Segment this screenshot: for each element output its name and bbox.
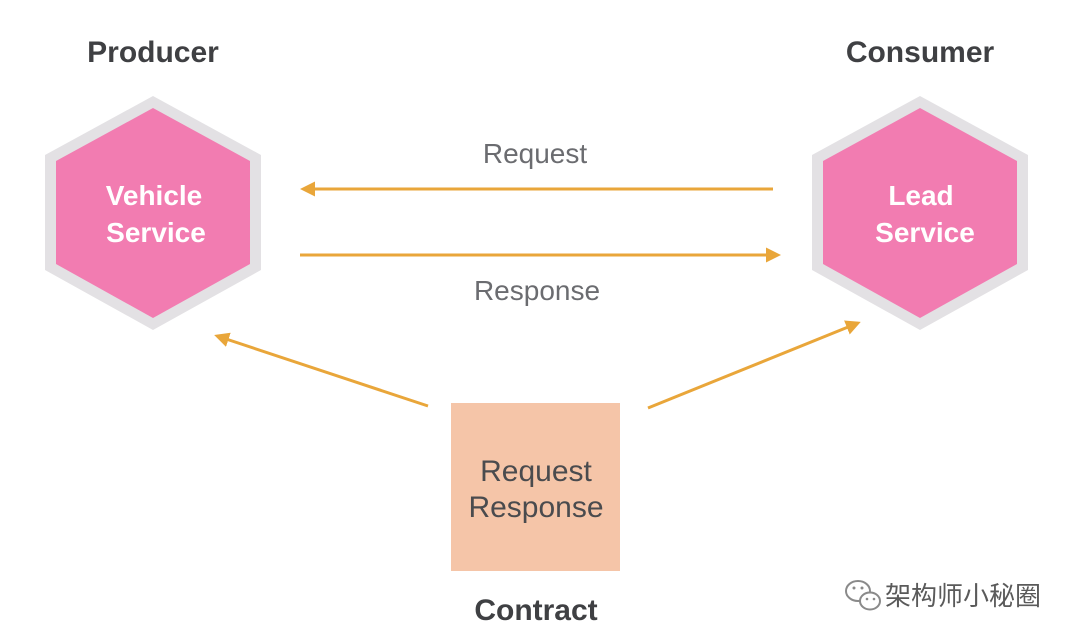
response-arrow-label: Response [474, 275, 600, 306]
consumer-service-line-2: Service [875, 217, 975, 248]
producer-hexagon: Vehicle Service [45, 96, 261, 330]
watermark: 架构师小秘圈 [845, 580, 1041, 612]
wechat-icon [845, 580, 881, 611]
consumer-hexagon: Lead Service [812, 96, 1028, 330]
contract-label: Contract [474, 594, 597, 627]
producer-label: Producer [87, 36, 219, 69]
contract-box-line-2: Response [468, 491, 603, 524]
contract-box-line-1: Request [480, 455, 592, 488]
contract-box-fill [451, 403, 620, 571]
consumer-label: Consumer [846, 36, 995, 69]
producer-service-line-2: Service [106, 217, 206, 248]
consumer-hexagon-fill [823, 108, 1017, 318]
consumer-service-line-1: Lead [888, 180, 953, 211]
contract-box: Request Response [451, 403, 620, 571]
producer-service-line-1: Vehicle [106, 180, 203, 211]
contract-to-producer-arrow [214, 332, 429, 408]
request-arrow-label: Request [483, 138, 588, 169]
contract-to-consumer-arrow [647, 320, 861, 410]
watermark-text: 架构师小秘圈 [885, 582, 1041, 612]
producer-hexagon-fill [56, 108, 250, 318]
